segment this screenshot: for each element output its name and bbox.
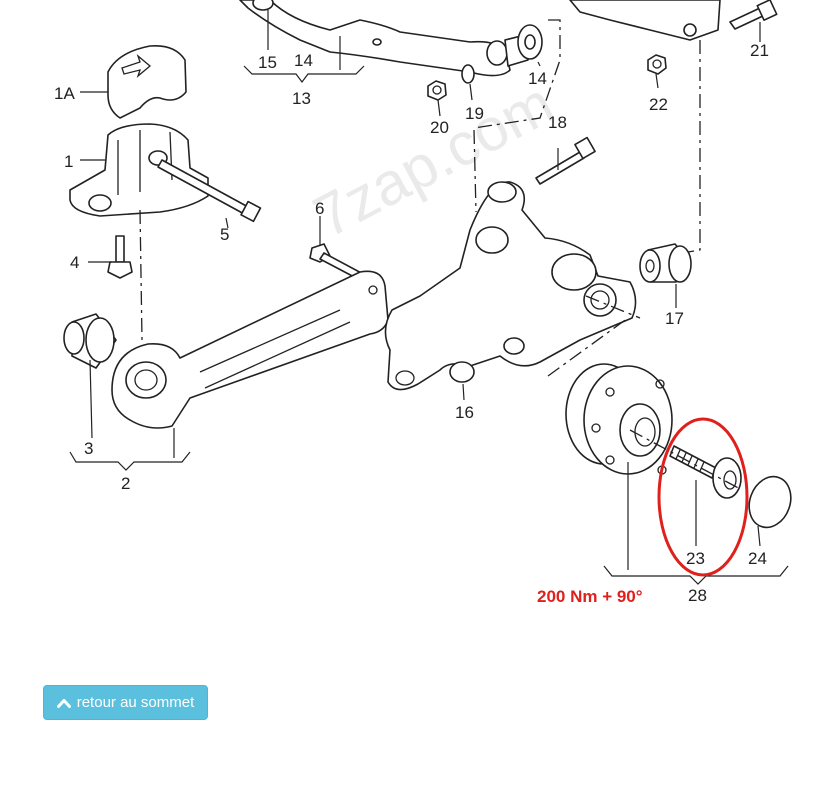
hub-bolt-23 bbox=[669, 445, 742, 499]
callout-18: 18 bbox=[548, 113, 567, 132]
dust-cap-24 bbox=[748, 475, 792, 529]
callout-20: 20 bbox=[430, 118, 449, 137]
callout-15: 15 bbox=[258, 53, 277, 72]
wheel-hub bbox=[565, 363, 673, 475]
callout-3: 3 bbox=[84, 439, 93, 458]
callout-21: 21 bbox=[750, 41, 769, 60]
callout-16: 16 bbox=[455, 403, 474, 422]
callout-5: 5 bbox=[220, 225, 229, 244]
callout-1: 1 bbox=[64, 152, 73, 171]
bolt-18 bbox=[535, 136, 596, 185]
callout-14-bushing: 14 bbox=[528, 69, 547, 88]
back-to-top-button[interactable]: retour au sommet bbox=[43, 685, 208, 720]
callout-28: 28 bbox=[688, 586, 707, 605]
bolt-21 bbox=[729, 0, 778, 30]
upper-control-arm bbox=[239, 0, 511, 77]
callout-13: 13 bbox=[292, 89, 311, 108]
callout-6: 6 bbox=[315, 199, 324, 218]
nut-20 bbox=[427, 80, 447, 101]
rear-suspension-parts-diagram: 7zap.com bbox=[54, 0, 792, 606]
callout-24: 24 bbox=[748, 549, 767, 568]
highlight-circle bbox=[657, 417, 749, 577]
torque-annotation: 200 Nm + 90° bbox=[537, 587, 643, 606]
callout-14-upper: 14 bbox=[294, 51, 313, 70]
bushing-14 bbox=[504, 24, 543, 67]
bolt-5 bbox=[157, 159, 262, 223]
callout-2: 2 bbox=[121, 474, 130, 493]
chevron-up-icon bbox=[56, 697, 71, 709]
callout-23: 23 bbox=[686, 549, 705, 568]
callout-19: 19 bbox=[465, 104, 484, 123]
callout-1A: 1A bbox=[54, 84, 75, 103]
bushing-3 bbox=[63, 313, 117, 369]
upper-arm-right bbox=[569, 0, 721, 41]
callout-22: 22 bbox=[649, 95, 668, 114]
nut-22 bbox=[647, 54, 667, 75]
back-to-top-label: retour au sommet bbox=[76, 694, 195, 711]
bushing-17 bbox=[639, 243, 692, 283]
callout-17: 17 bbox=[665, 309, 684, 328]
callout-4: 4 bbox=[70, 253, 79, 272]
washer-19 bbox=[461, 64, 475, 84]
mount-bracket-1 bbox=[69, 123, 209, 217]
wheel-carrier bbox=[384, 181, 637, 391]
trailing-arm bbox=[111, 270, 389, 429]
bolt-4 bbox=[107, 235, 133, 279]
mount-cap-1A bbox=[107, 44, 187, 119]
